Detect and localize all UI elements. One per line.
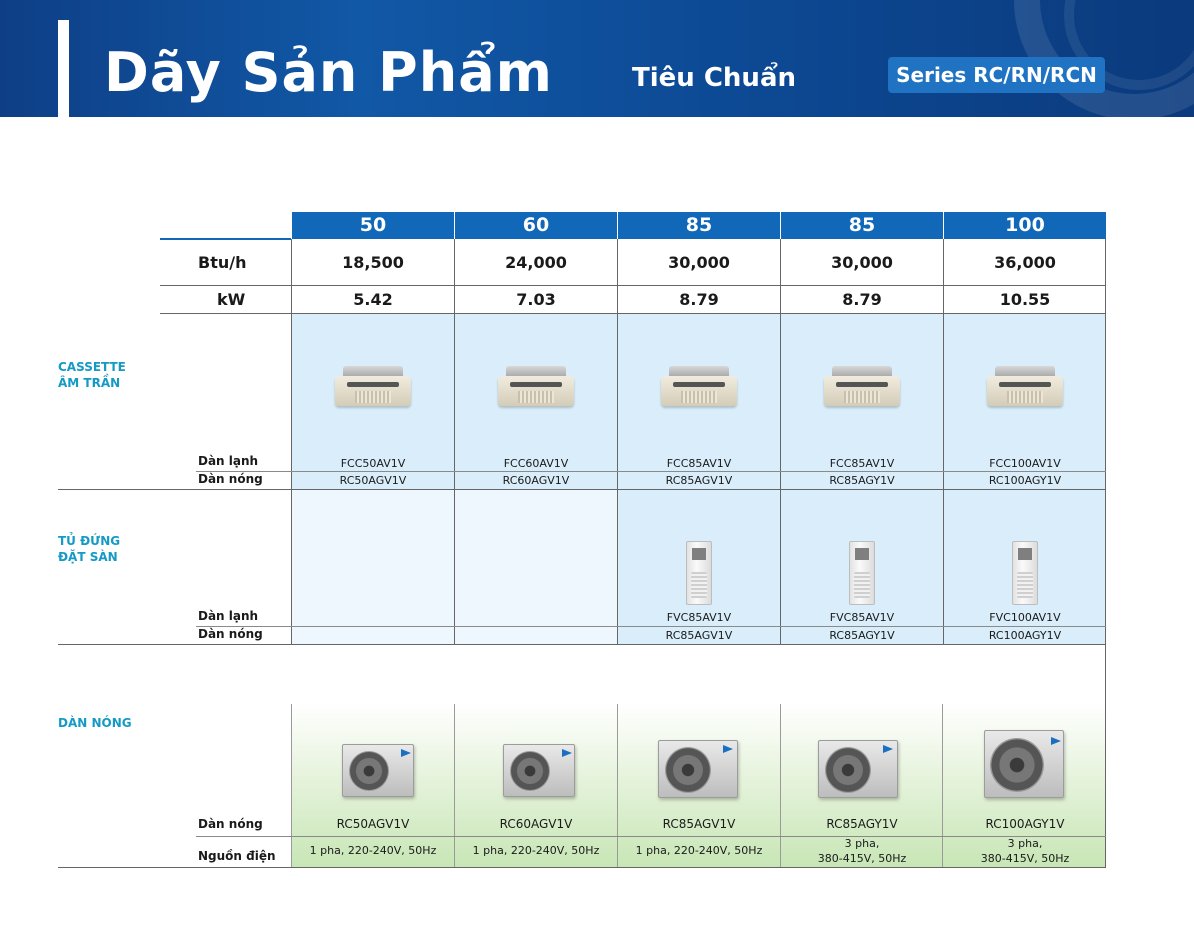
floor-unit-image-4 [849, 541, 875, 605]
cassette-unit-image-3 [657, 362, 741, 416]
column-divider-5 [1105, 239, 1106, 868]
floor-indoor-model-5: FVC100AV1V [989, 611, 1061, 624]
btu-value-4: 30,000 [831, 253, 893, 272]
column-header-4: 85 [781, 212, 943, 239]
floor-divider-0 [291, 490, 292, 644]
cassette-indoor-model-3: FCC85AV1V [666, 457, 732, 470]
outdoor-model-2: RC60AGV1V [499, 817, 573, 831]
floor-indoor-label: Dàn lạnh [198, 609, 259, 623]
outdoor-divider-1 [454, 704, 455, 868]
header-banner: Dãy Sản Phẩm Tiêu Chuẩn Series RC/RN/RCN [0, 0, 1194, 117]
title-accent-bar [58, 20, 69, 117]
outdoor-model-3: RC85AGV1V [662, 817, 736, 831]
cassette-indoor-model-4: FCC85AV1V [829, 457, 895, 470]
outdoor-power-2: 1 pha, 220-240V, 50Hz [472, 844, 600, 857]
floor-outdoor-model-5: RC100AGY1V [988, 629, 1062, 642]
floor-model-divider [196, 626, 1106, 627]
cassette-category-line1: CASSETTE [58, 360, 126, 374]
btu-value-1: 18,500 [342, 253, 404, 272]
outdoor-model-4: RC85AGY1V [826, 817, 898, 831]
cassette-outdoor-model-3: RC85AGV1V [665, 474, 733, 487]
kw-value-1: 5.42 [353, 290, 393, 309]
column-header-1: 50 [292, 212, 454, 239]
btu-value-2: 24,000 [505, 253, 567, 272]
outdoor-power-3: 1 pha, 220-240V, 50Hz [635, 844, 763, 857]
column-divider-3 [780, 239, 781, 489]
floor-divider-3 [780, 490, 781, 644]
outdoor-model-label: Dàn nóng [198, 817, 263, 831]
floor-category-line1: TỦ ĐỨNG [58, 534, 121, 548]
btu-value-5: 36,000 [994, 253, 1056, 272]
cassette-section-bottom-border [58, 489, 1106, 490]
outdoor-model-5: RC100AGY1V [985, 817, 1065, 831]
outdoor-unit-image-3 [658, 740, 738, 798]
kw-value-2: 7.03 [516, 290, 556, 309]
outdoor-power-5-line1: 3 pha, [1007, 837, 1043, 850]
header-underline [160, 238, 291, 240]
floor-indoor-model-4: FVC85AV1V [829, 611, 895, 624]
cassette-unit-image-2 [494, 362, 578, 416]
column-divider-2 [617, 239, 618, 489]
floor-outdoor-label: Dàn nóng [198, 627, 263, 641]
column-header-3: 85 [618, 212, 780, 239]
floor-outdoor-model-3: RC85AGV1V [665, 629, 733, 642]
floor-category-line2: ĐẶT SÀN [58, 550, 118, 564]
series-badge: Series RC/RN/RCN [888, 57, 1105, 93]
outdoor-section-bottom-border [58, 867, 1106, 868]
outdoor-model-1: RC50AGV1V [336, 817, 410, 831]
cassette-outdoor-label: Dàn nóng [198, 472, 263, 486]
cassette-outdoor-model-4: RC85AGY1V [829, 474, 895, 487]
page-subtitle: Tiêu Chuẩn [632, 63, 796, 93]
floor-divider-4 [943, 490, 944, 644]
outdoor-power-5-line2: 380-415V, 50Hz [980, 852, 1070, 865]
outdoor-unit-image-5 [984, 730, 1064, 798]
floor-outdoor-model-4: RC85AGY1V [829, 629, 895, 642]
outdoor-unit-image-2 [503, 744, 575, 797]
kw-value-5: 10.55 [999, 290, 1051, 309]
outdoor-power-label: Nguồn điện [198, 849, 276, 863]
kw-value-3: 8.79 [679, 290, 719, 309]
column-divider-4 [943, 239, 944, 489]
floor-indoor-model-3: FVC85AV1V [666, 611, 732, 624]
floor-unit-image-3 [686, 541, 712, 605]
btu-label: Btu/h [198, 253, 247, 272]
kw-label: kW [217, 290, 246, 309]
outdoor-unit-image-4 [818, 740, 898, 798]
cassette-outdoor-model-1: RC50AGV1V [339, 474, 407, 487]
outdoor-divider-2 [617, 704, 618, 868]
column-divider-0 [291, 239, 292, 489]
outdoor-power-1: 1 pha, 220-240V, 50Hz [309, 844, 437, 857]
cassette-model-divider [196, 471, 1106, 472]
outdoor-power-4-line1: 3 pha, [844, 837, 880, 850]
cassette-outdoor-model-5: RC100AGY1V [988, 474, 1062, 487]
outdoor-divider-0 [291, 704, 292, 868]
cassette-indoor-label: Dàn lạnh [198, 454, 259, 468]
cassette-indoor-model-5: FCC100AV1V [989, 457, 1061, 470]
floor-unit-image-5 [1012, 541, 1038, 605]
floor-section-bottom-border [58, 644, 1106, 645]
floor-divider-2 [617, 490, 618, 644]
kw-row-bottom-border [160, 313, 1106, 314]
cassette-indoor-model-2: FCC60AV1V [503, 457, 569, 470]
floor-divider-1 [454, 490, 455, 644]
cassette-unit-image-1 [331, 362, 415, 416]
column-header-5: 100 [944, 212, 1106, 239]
cassette-unit-image-4 [820, 362, 904, 416]
kw-value-4: 8.79 [842, 290, 882, 309]
column-divider-1 [454, 239, 455, 489]
cassette-unit-image-5 [983, 362, 1067, 416]
cassette-outdoor-model-2: RC60AGV1V [502, 474, 570, 487]
outdoor-unit-image-1 [342, 744, 414, 797]
outdoor-divider-4 [942, 704, 943, 868]
column-header-2: 60 [455, 212, 617, 239]
cassette-category-line2: ÂM TRẦN [58, 376, 121, 390]
outdoor-category: DÀN NÓNG [58, 716, 132, 730]
outdoor-divider-3 [780, 704, 781, 868]
btu-value-3: 30,000 [668, 253, 730, 272]
outdoor-power-4-line2: 380-415V, 50Hz [817, 852, 907, 865]
outdoor-model-divider [196, 836, 1106, 837]
btu-row-bottom-border [160, 285, 1106, 286]
page-title: Dãy Sản Phẩm [104, 41, 553, 104]
cassette-indoor-model-1: FCC50AV1V [340, 457, 406, 470]
